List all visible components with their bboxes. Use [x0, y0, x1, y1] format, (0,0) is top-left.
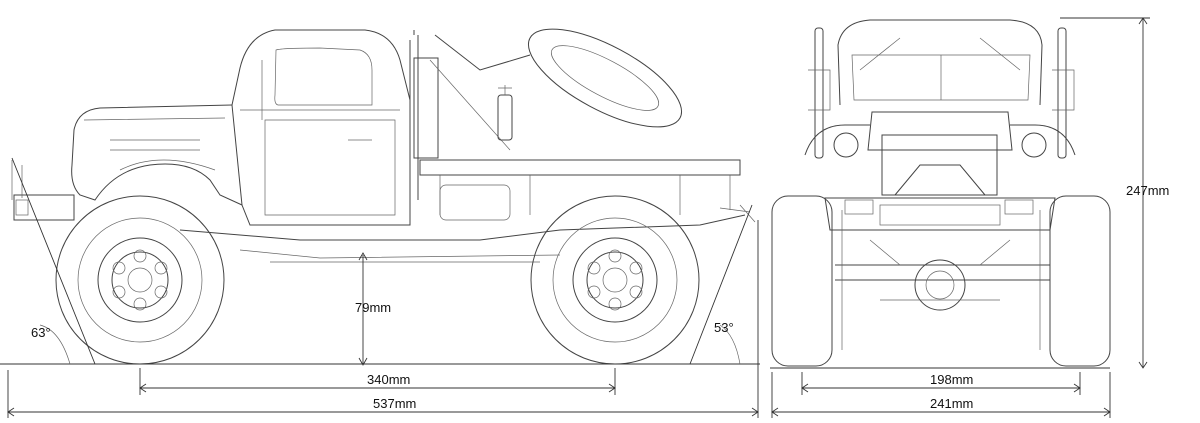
- differential: [914, 259, 966, 311]
- rear-wheel: [530, 195, 700, 365]
- front-view: [770, 17, 1150, 418]
- right-headlight: [1021, 132, 1047, 158]
- chassis-frame: [179, 214, 746, 241]
- left-front-tire: [771, 195, 833, 367]
- wheelbase-label: 340mm: [367, 372, 411, 387]
- approach-angle-label: 63°: [31, 325, 51, 340]
- right-stack: [1057, 27, 1067, 159]
- overall-height-label: 247mm: [1126, 183, 1170, 198]
- fire-extinguisher: [497, 94, 513, 141]
- front-bumper: [13, 194, 75, 221]
- front-axle: [835, 264, 1050, 281]
- approach-angle-line: [11, 157, 96, 365]
- bed-rail: [419, 159, 741, 176]
- right-front-tire: [1049, 195, 1111, 367]
- overall-height-line: [1060, 17, 1150, 368]
- hood-outline: [71, 104, 243, 206]
- overall-width-line: [771, 372, 1111, 418]
- front-wheel: [55, 195, 225, 365]
- departure-angle-line: [689, 204, 753, 365]
- overall-length-line: [7, 220, 759, 418]
- front-grille: [881, 134, 998, 196]
- exhaust-stack: [409, 30, 419, 200]
- overall-width-label: 241mm: [930, 396, 974, 411]
- wheelbase-line: [139, 368, 616, 395]
- spare-tire: [527, 28, 683, 128]
- front-cab-outline: [837, 19, 1043, 106]
- left-stack: [814, 27, 824, 159]
- overall-length-label: 537mm: [373, 396, 417, 411]
- left-headlight: [833, 132, 859, 158]
- side-view: [0, 28, 760, 418]
- cab-outline: [231, 29, 411, 226]
- track-width-label: 198mm: [930, 372, 974, 387]
- departure-angle-label: 53°: [714, 320, 734, 335]
- track-width-line: [801, 372, 1081, 395]
- ground-clearance-label: 79mm: [355, 300, 392, 315]
- side-vent: [413, 57, 439, 159]
- front-hood: [867, 111, 1013, 151]
